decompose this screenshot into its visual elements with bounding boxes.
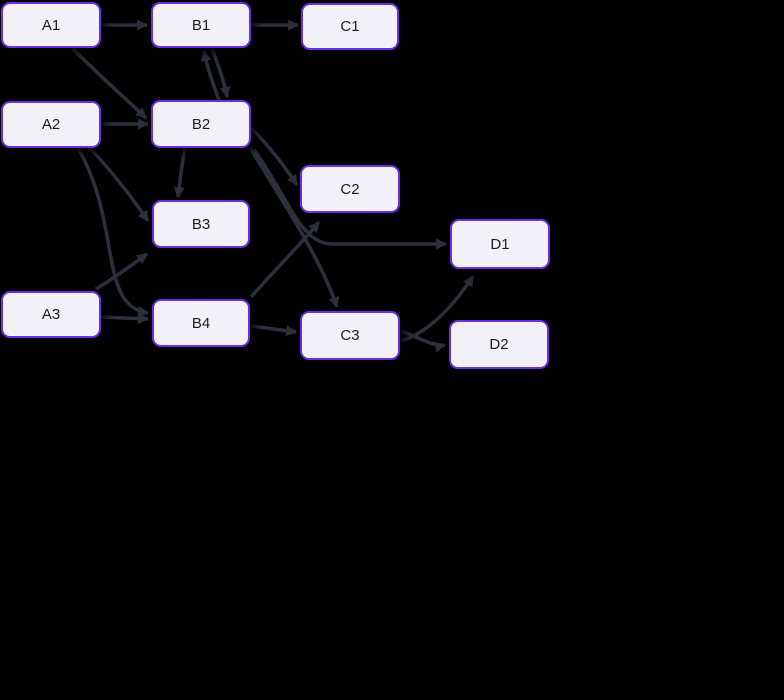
node-C1: C1 bbox=[301, 3, 399, 50]
node-A1: A1 bbox=[1, 2, 101, 48]
node-label-A2: A2 bbox=[41, 116, 61, 133]
edge-A3-B4 bbox=[100, 313, 150, 325]
node-B3: B3 bbox=[152, 200, 250, 248]
node-B4: B4 bbox=[152, 299, 250, 347]
node-label-B3: B3 bbox=[191, 215, 211, 233]
node-A2: A2 bbox=[1, 101, 101, 148]
edge-B2-C2 bbox=[249, 126, 299, 186]
node-label-A3: A3 bbox=[41, 306, 61, 323]
edge-B2-C3 bbox=[248, 147, 340, 309]
node-D2: D2 bbox=[449, 320, 549, 369]
node-C2: C2 bbox=[300, 165, 400, 213]
node-C3: C3 bbox=[300, 311, 400, 360]
edge-B4-C2 bbox=[249, 220, 321, 299]
edge-B2-B3 bbox=[173, 147, 187, 199]
node-label-C1: C1 bbox=[340, 18, 360, 35]
edge-B2-B1 bbox=[200, 49, 221, 101]
node-label-C2: C2 bbox=[340, 180, 360, 198]
node-label-B1: B1 bbox=[191, 16, 211, 34]
node-D1: D1 bbox=[450, 219, 550, 269]
node-label-B2: B2 bbox=[191, 115, 211, 133]
edge-B4-C3 bbox=[250, 324, 298, 337]
edge-C3-D2 bbox=[400, 329, 447, 353]
edge-B1-B2 bbox=[210, 47, 231, 99]
node-B2: B2 bbox=[151, 100, 251, 148]
node-label-D1: D1 bbox=[490, 235, 510, 253]
node-B1: B1 bbox=[151, 2, 251, 48]
node-label-A1: A1 bbox=[41, 16, 61, 34]
node-label-C3: C3 bbox=[340, 327, 360, 344]
edge-A2-B4 bbox=[76, 147, 150, 318]
edge-A3-B3 bbox=[95, 252, 149, 291]
edge-B2-D1 bbox=[252, 148, 448, 250]
node-label-D2: D2 bbox=[489, 336, 509, 353]
edge-A1-B2 bbox=[70, 46, 148, 120]
edge-A2-B3 bbox=[88, 146, 150, 222]
node-A3: A3 bbox=[1, 291, 101, 338]
node-label-B4: B4 bbox=[191, 314, 211, 332]
edge-C3-D1 bbox=[400, 275, 475, 343]
